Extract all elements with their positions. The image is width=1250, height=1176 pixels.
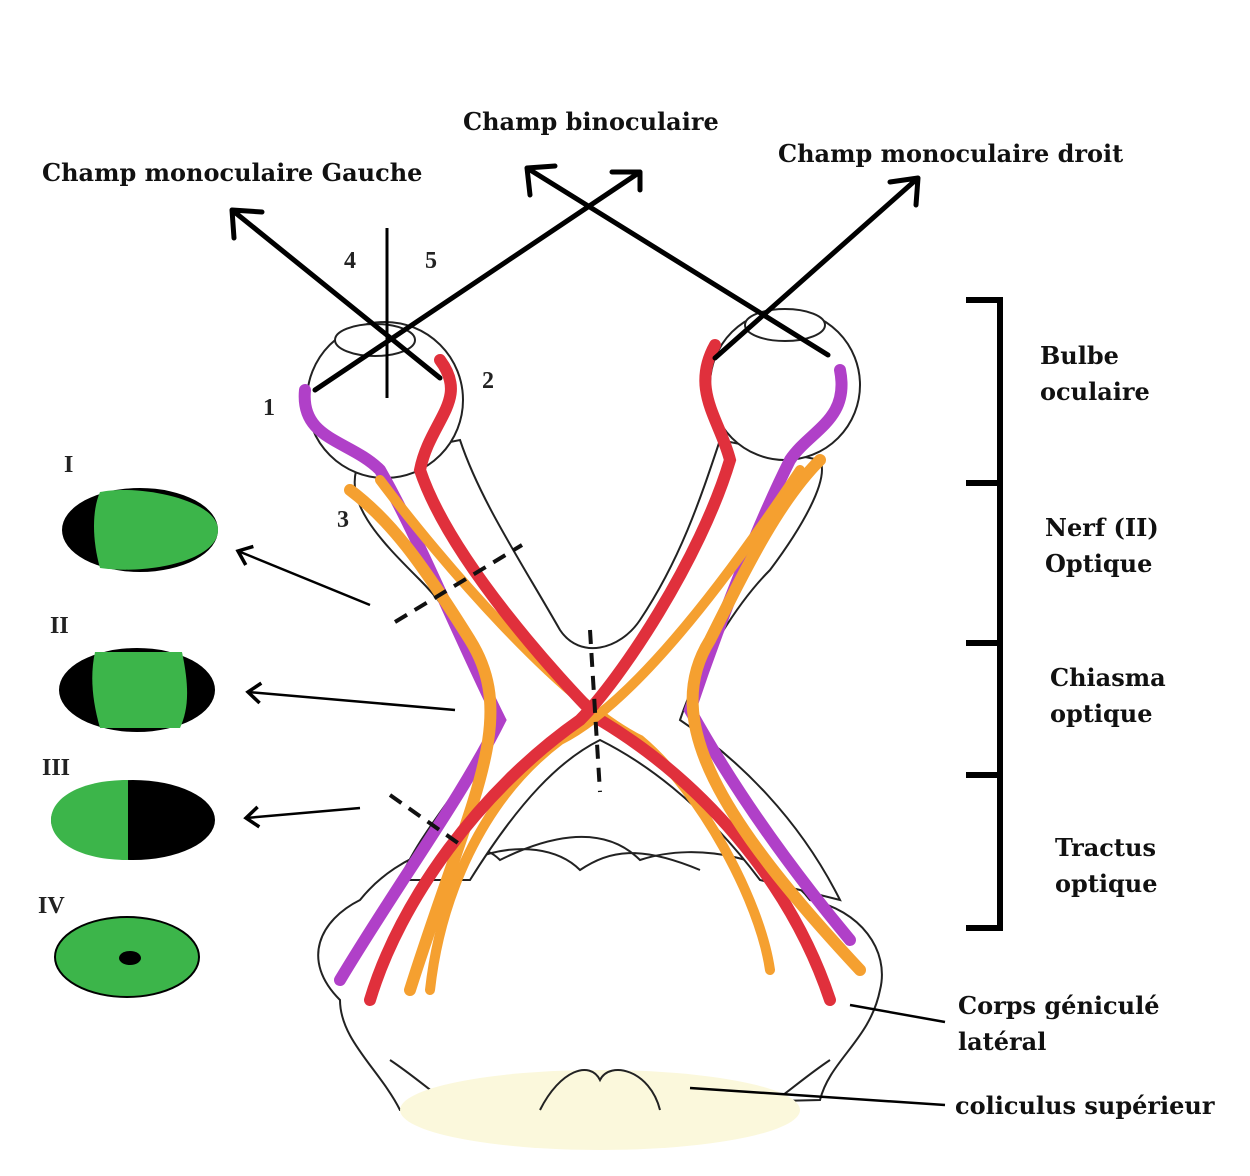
lesion-lines — [388, 543, 602, 850]
pointer-arrows — [235, 544, 946, 1107]
lesion-label-II: II — [50, 613, 69, 639]
field-arrows — [229, 163, 921, 393]
structure-brackets — [966, 297, 1003, 931]
number-5: 5 — [425, 248, 437, 274]
label-optic-nerve: Nerf (II)Optique — [1045, 513, 1159, 578]
label-binocular: Champ binoculaire — [463, 107, 719, 136]
nerve-fibers — [298, 339, 866, 1006]
number-4: 4 — [344, 248, 356, 274]
right-macular-fiber — [686, 454, 866, 976]
visual-field-III — [51, 780, 215, 860]
label-colliculus: coliculus supérieur — [955, 1091, 1215, 1120]
left-temporal-fiber — [298, 384, 507, 986]
lesion-label-III: III — [42, 755, 71, 781]
arrow-left-monocular — [229, 207, 443, 381]
label-left-monocular: Champ monoculaire Gauche — [42, 158, 423, 187]
left-nasal-fiber — [413, 354, 836, 1006]
arrow-right-monocular — [712, 175, 921, 361]
lesion-label-I: I — [64, 452, 74, 478]
arrow-left-binocular — [312, 169, 643, 393]
visual-field-II — [59, 648, 215, 732]
visual-field-IV — [54, 916, 200, 998]
lesion-label-IV: IV — [38, 893, 65, 919]
number-3: 3 — [337, 507, 349, 533]
number-1: 1 — [263, 395, 275, 421]
left-macular-fiber — [344, 484, 497, 996]
visual-field-I — [62, 488, 218, 572]
number-2: 2 — [482, 368, 494, 394]
label-right-monocular: Champ monoculaire droit — [778, 139, 1124, 168]
arrow-right-binocular — [524, 163, 831, 358]
right-nasal-fiber — [364, 339, 737, 1006]
